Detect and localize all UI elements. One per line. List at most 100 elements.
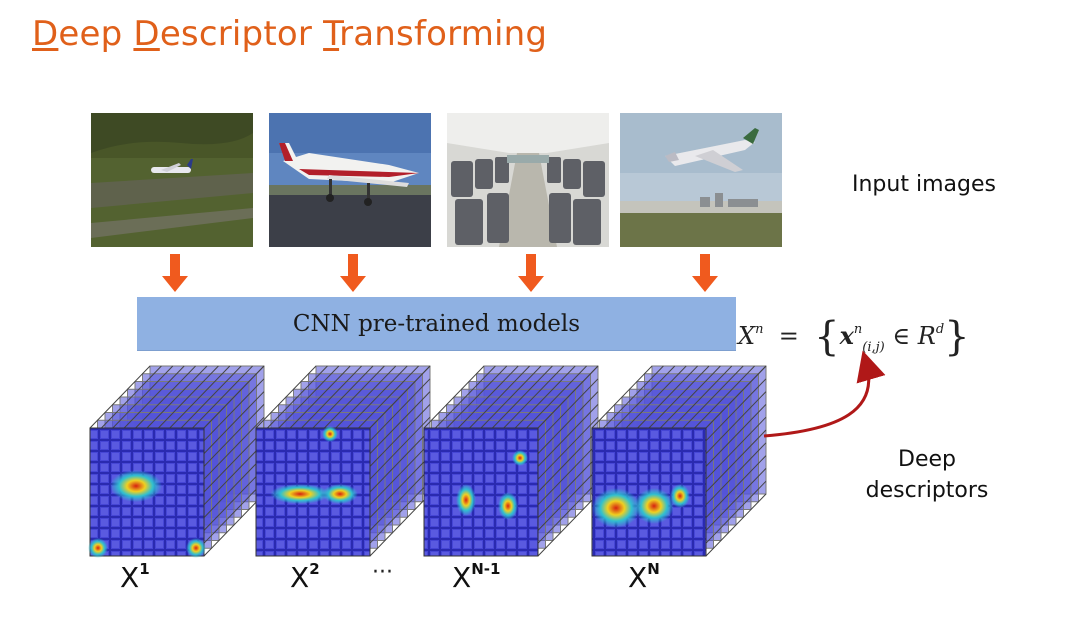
- stack-edge-line: [537, 365, 599, 429]
- title-rest-3: ransforming: [339, 14, 548, 54]
- stack-edge-line: [492, 365, 553, 429]
- formula-vector-sup: n: [853, 322, 863, 337]
- stack-edge-line: [705, 468, 767, 531]
- activation-hotspot: [634, 488, 674, 524]
- slide-title: Deep Descriptor Transforming: [32, 14, 547, 54]
- stack-edge-line: [537, 378, 599, 442]
- arrow-down-3-icon: [518, 254, 544, 292]
- title-initial-2: D: [133, 14, 160, 54]
- stack-label-n-base: X: [628, 561, 648, 594]
- stack-edge-line: [682, 365, 744, 429]
- deep-descriptors-label: Deep descriptors: [852, 447, 1002, 503]
- stack-label-n-1-sup: N-1: [471, 560, 501, 578]
- stack-edge-line: [705, 365, 767, 429]
- activation-hotspot: [512, 450, 528, 466]
- stack-edge-line: [648, 365, 710, 429]
- cnn-models-label: CNN pre-trained models: [292, 310, 581, 337]
- stack-edge-line: [146, 365, 208, 429]
- formula-lhs: X: [738, 322, 756, 350]
- formula-element-of: ∈: [892, 322, 911, 350]
- stack-edge-line: [603, 365, 664, 429]
- activation-hotspot: [186, 538, 206, 558]
- title-initial-3: T: [323, 14, 340, 54]
- activation-hotspot: [592, 488, 640, 528]
- stack-edge-line: [203, 480, 265, 544]
- stack-label-2: X2: [290, 560, 320, 594]
- stack-edge-line: [301, 365, 362, 429]
- stack-edge-line: [267, 365, 328, 429]
- stack-edge-line: [369, 442, 431, 506]
- stack-edge-line: [135, 365, 196, 429]
- input-image-plane-runway: [91, 113, 253, 247]
- stack-edge-line: [369, 404, 431, 467]
- feature-map-stack-2: [255, 365, 431, 557]
- stack-edge-line: [346, 365, 408, 429]
- stack-edge-line: [180, 365, 242, 429]
- stack-edge-line: [89, 365, 151, 429]
- stack-label-1-base: X: [120, 561, 140, 594]
- stack-edge-line: [705, 455, 767, 518]
- deep-descriptors-line-2: descriptors: [865, 478, 989, 503]
- stack-edge-line: [537, 416, 599, 480]
- stack-edge-line: [324, 365, 385, 429]
- stack-label-n: XN: [628, 560, 660, 594]
- stack-edge-line: [457, 365, 519, 429]
- arrow-down-2-icon: [340, 254, 366, 292]
- stack-edge-line: [514, 365, 576, 429]
- arrow-down-1-icon: [162, 254, 188, 292]
- stack-edge-line: [369, 493, 431, 557]
- stack-edge-line: [203, 391, 265, 454]
- arrow-down-4-icon: [692, 254, 718, 292]
- stack-edge-line: [203, 493, 265, 557]
- stack-edge-line: [446, 365, 508, 429]
- stack-label-n-sup: N: [647, 560, 660, 578]
- stack-edge-line: [614, 365, 676, 429]
- title-initial-1: D: [32, 14, 59, 54]
- stack-label-n-1: XN-1: [452, 560, 500, 594]
- stack-edge-line: [169, 365, 231, 429]
- activation-hotspot: [110, 470, 162, 502]
- activation-hotspot: [322, 426, 338, 442]
- formula-space: R: [917, 322, 936, 350]
- stack-edge-line: [369, 416, 431, 480]
- stack-edge-line: [369, 429, 431, 493]
- formula-vector: x: [839, 321, 854, 350]
- feature-map-stack-3: [423, 365, 599, 557]
- stack-edge-line: [637, 365, 698, 429]
- stack-edge-line: [203, 455, 265, 518]
- stack-edge-line: [705, 404, 767, 467]
- formula-space-sup: d: [935, 322, 945, 337]
- ellipsis: ···: [372, 560, 393, 585]
- activation-hotspot: [322, 484, 358, 504]
- stack-edge-line: [369, 391, 431, 454]
- stack-edge-line: [705, 378, 767, 442]
- activation-hotspot: [498, 492, 518, 520]
- stack-edge-line: [705, 493, 767, 557]
- stack-edge-line: [369, 468, 431, 531]
- feature-map-stack-4: [591, 365, 767, 557]
- stack-edge-line: [537, 493, 599, 557]
- stack-edge-line: [358, 365, 419, 429]
- formula-close-brace: }: [944, 314, 970, 360]
- stack-edge-line: [158, 365, 219, 429]
- stack-edge-line: [255, 365, 317, 429]
- stack-edge-line: [369, 455, 431, 518]
- feature-map-front-face: [423, 427, 539, 557]
- descriptor-connector-arrow: [763, 350, 886, 438]
- activation-hotspot: [88, 538, 108, 558]
- stack-edge-line: [203, 378, 265, 442]
- stack-edge-line: [705, 429, 767, 493]
- formula-equals: =: [778, 322, 799, 350]
- stack-edge-line: [694, 365, 755, 429]
- input-image-jumbo-jet: [620, 113, 782, 247]
- stack-edge-line: [537, 429, 599, 493]
- activation-hotspot: [270, 484, 330, 504]
- descriptor-set-formula: Xn = {xn(i,j) ∈ Rd}: [738, 314, 970, 360]
- stack-edge-line: [369, 365, 431, 429]
- stack-label-2-base: X: [290, 561, 310, 594]
- stack-edge-line: [289, 365, 351, 429]
- deep-descriptors-line-1: Deep: [898, 447, 956, 472]
- stack-edge-line: [705, 391, 767, 454]
- stack-label-2-sup: 2: [309, 560, 320, 578]
- stack-edge-line: [101, 365, 162, 429]
